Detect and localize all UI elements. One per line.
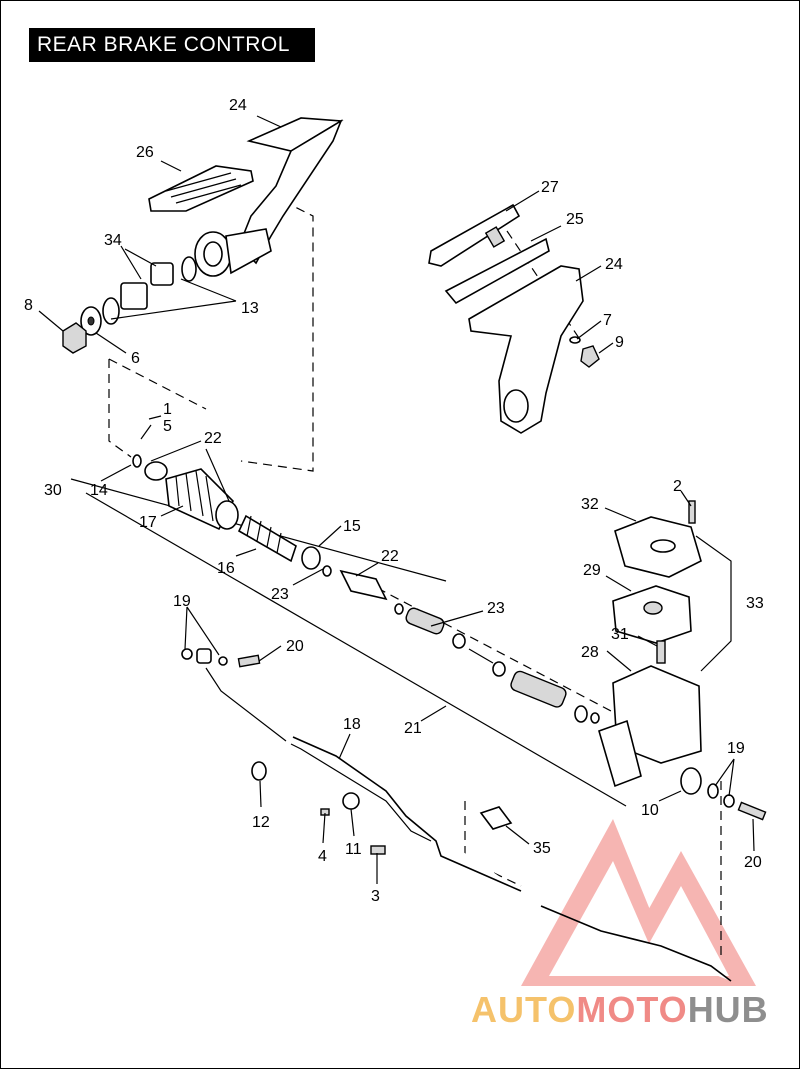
callout-4: 4 xyxy=(318,848,327,865)
callout-15: 15 xyxy=(343,518,361,535)
callout-23b: 23 xyxy=(487,600,505,617)
callout-33: 33 xyxy=(746,595,764,612)
callout-13: 13 xyxy=(241,300,259,317)
callout-19a: 19 xyxy=(173,593,191,610)
callout-17: 17 xyxy=(139,514,157,531)
watermark-text: AUTOMOTOHUB xyxy=(471,989,769,1030)
callout-34: 34 xyxy=(104,232,122,249)
callout-26: 26 xyxy=(136,144,154,161)
callout-23a: 23 xyxy=(271,586,289,603)
callout-14: 14 xyxy=(90,482,108,499)
callout-20a: 20 xyxy=(286,638,304,655)
leader-lines xyxy=(38,115,755,884)
callout-24b: 24 xyxy=(605,256,623,273)
callout-6: 6 xyxy=(131,350,140,367)
callout-5: 5 xyxy=(163,418,172,435)
brake-pedal-left xyxy=(148,117,344,277)
callout-22b: 22 xyxy=(381,548,399,565)
callout-29: 29 xyxy=(583,562,601,579)
callout-18: 18 xyxy=(343,716,361,733)
assembly-lines xyxy=(70,200,732,961)
master-cylinder-internals xyxy=(132,454,600,724)
callout-19b: 19 xyxy=(727,740,745,757)
callout-21: 21 xyxy=(404,720,422,737)
callout-31: 31 xyxy=(611,626,629,643)
callout-27: 27 xyxy=(541,179,559,196)
page-title: REAR BRAKE CONTROL xyxy=(29,28,315,62)
callout-10: 10 xyxy=(641,802,659,819)
callout-24a: 24 xyxy=(229,97,247,114)
callout-22a: 22 xyxy=(204,430,222,447)
callout-2: 2 xyxy=(673,478,682,495)
callout-16: 16 xyxy=(217,560,235,577)
callout-35: 35 xyxy=(533,840,551,857)
callout-28: 28 xyxy=(581,644,599,661)
callout-9: 9 xyxy=(615,334,624,351)
callout-8: 8 xyxy=(24,297,33,314)
callout-3: 3 xyxy=(371,888,380,905)
pedal-bushings xyxy=(62,256,197,354)
callout-32: 32 xyxy=(581,496,599,513)
reservoir-assembly xyxy=(598,500,767,821)
callout-20b: 20 xyxy=(744,854,762,871)
hoses-and-fittings xyxy=(181,648,732,982)
callout-11: 11 xyxy=(345,841,362,858)
callout-25: 25 xyxy=(566,211,584,228)
brake-pedal-right xyxy=(428,203,600,434)
callout-7: 7 xyxy=(603,312,612,329)
callout-1: 1 xyxy=(163,401,172,418)
callout-12: 12 xyxy=(252,814,270,831)
callout-labels: 24 26 34 13 8 6 27 25 24 7 9 1 5 22 30 1… xyxy=(24,97,764,905)
callout-30: 30 xyxy=(44,482,62,499)
